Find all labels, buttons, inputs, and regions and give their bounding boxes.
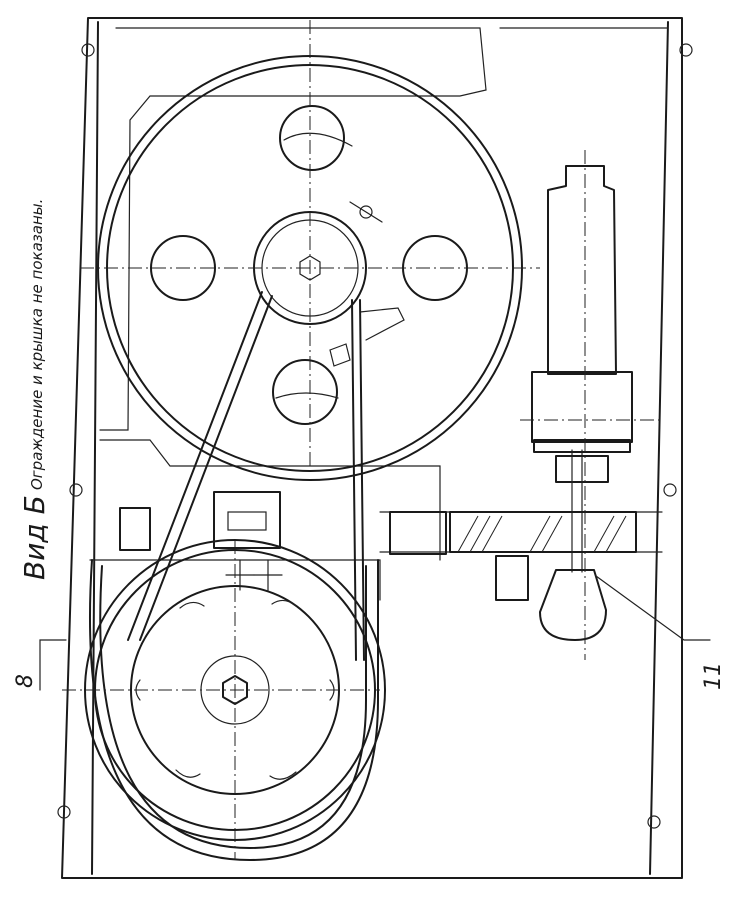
drive-unit-axes	[520, 150, 660, 660]
drive-belt	[88, 291, 379, 861]
callout-11: 11	[701, 662, 726, 690]
motor-bracket	[119, 491, 447, 591]
small-pulley-axes	[62, 540, 380, 860]
callout-8: 8	[13, 674, 38, 688]
view-title: Вид Б	[18, 495, 51, 580]
drive-unit	[481, 165, 637, 641]
gear-section	[449, 511, 637, 553]
callout-leaders	[39, 575, 711, 691]
omission-note: Ограждение и крышка не показаны.	[28, 199, 46, 490]
large-pulley-axes	[80, 20, 540, 470]
housing-frame	[61, 17, 683, 879]
frame-bolts	[57, 43, 693, 829]
